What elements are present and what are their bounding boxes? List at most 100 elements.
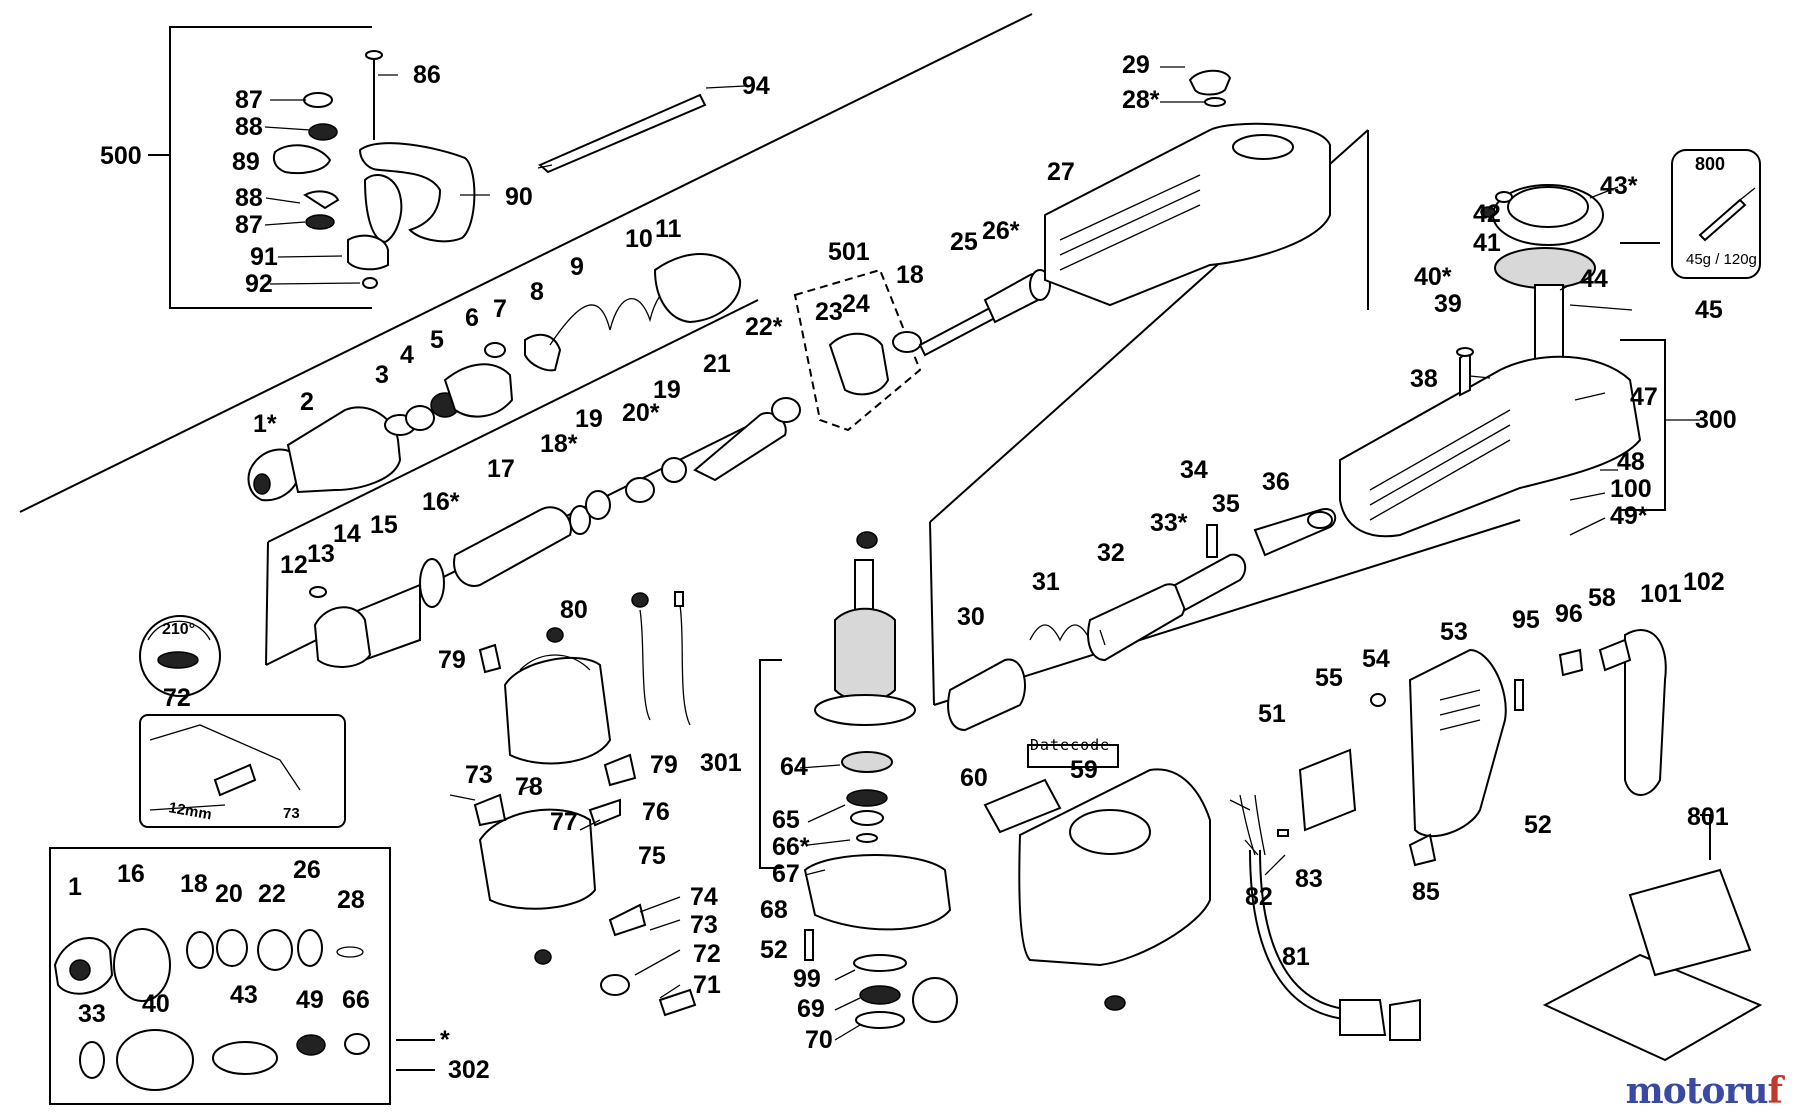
label-52b: 52 xyxy=(1524,811,1552,839)
label-datecode: Datecode xyxy=(1030,736,1110,754)
label-302: 302 xyxy=(448,1056,490,1084)
label-32: 32 xyxy=(1097,539,1125,567)
label-99: 99 xyxy=(793,965,821,993)
label-54: 54 xyxy=(1362,645,1390,673)
crank-case-59 xyxy=(983,744,1211,1011)
label-23: 23 xyxy=(815,298,843,326)
label-kit-1: 1 xyxy=(68,873,82,901)
label-87b: 87 xyxy=(235,211,263,239)
label-6: 6 xyxy=(465,304,479,332)
barrel-lower-parts xyxy=(309,397,801,668)
label-9: 9 xyxy=(570,253,584,281)
label-43: 43* xyxy=(1600,172,1638,200)
group-box-501 xyxy=(793,268,922,432)
label-96: 96 xyxy=(1555,600,1583,628)
label-22: 22* xyxy=(745,313,783,341)
label-85: 85 xyxy=(1412,878,1440,906)
label-39: 39 xyxy=(1434,290,1462,318)
lower-parts-69-70 xyxy=(804,929,958,1029)
label-70: 70 xyxy=(805,1026,833,1054)
label-91: 91 xyxy=(250,243,278,271)
label-30: 30 xyxy=(957,603,985,631)
label-800: 800 xyxy=(1695,154,1725,174)
label-77: 77 xyxy=(550,808,578,836)
part-labels: 86 94 500 87 88 89 88 87 90 91 92 11 10 … xyxy=(68,51,1757,1084)
label-19a: 19 xyxy=(653,376,681,404)
label-76: 76 xyxy=(642,798,670,826)
label-92: 92 xyxy=(245,270,273,298)
label-73b: 73 xyxy=(690,911,718,939)
label-36: 36 xyxy=(1262,468,1290,496)
stator-80 xyxy=(478,591,691,787)
label-2: 2 xyxy=(300,388,314,416)
label-kit-26: 26 xyxy=(293,856,321,884)
case-801 xyxy=(1542,814,1763,1062)
label-48: 48 xyxy=(1617,448,1645,476)
label-80: 80 xyxy=(560,596,588,624)
group-box-500 xyxy=(148,26,372,309)
label-20: 20* xyxy=(622,399,660,427)
label-kit-33: 33 xyxy=(78,1000,106,1028)
label-kit-18: 18 xyxy=(180,870,208,898)
label-25: 25 xyxy=(950,228,978,256)
label-52: 52 xyxy=(760,936,788,964)
label-35: 35 xyxy=(1212,490,1240,518)
label-79a: 79 xyxy=(438,646,466,674)
barrel-parts xyxy=(247,253,742,502)
label-29: 29 xyxy=(1122,51,1150,79)
label-weight: 45g / 120g xyxy=(1686,251,1757,268)
label-28: 28* xyxy=(1122,86,1160,114)
label-19b: 19 xyxy=(575,405,603,433)
label-8: 8 xyxy=(530,278,544,306)
label-kit-22: 22 xyxy=(258,880,286,908)
label-38: 38 xyxy=(1410,365,1438,393)
label-kit-66: 66 xyxy=(342,986,370,1014)
label-kit-40: 40 xyxy=(142,990,170,1018)
label-15: 15 xyxy=(370,511,398,539)
label-kit-28: 28 xyxy=(337,886,365,914)
label-74: 74 xyxy=(690,883,718,911)
label-27: 27 xyxy=(1047,158,1075,186)
label-18: 18 xyxy=(896,261,924,289)
label-17: 17 xyxy=(487,455,515,483)
label-45: 45 xyxy=(1695,296,1723,324)
label-88: 88 xyxy=(235,113,263,141)
label-59: 59 xyxy=(1070,756,1098,784)
label-44: 44 xyxy=(1580,265,1608,293)
label-kit-16: 16 xyxy=(117,860,145,888)
label-kit-20: 20 xyxy=(215,880,243,908)
label-501: 501 xyxy=(828,238,870,266)
label-88b: 88 xyxy=(235,184,263,212)
label-13: 13 xyxy=(307,540,335,568)
label-5: 5 xyxy=(430,326,444,354)
label-73-inset: 73 xyxy=(283,805,300,822)
housing-27 xyxy=(1044,69,1331,307)
label-16: 16* xyxy=(422,488,460,516)
label-95: 95 xyxy=(1512,606,1540,634)
label-24: 24 xyxy=(842,290,870,318)
label-asterisk: * xyxy=(440,1026,450,1054)
label-kit-49: 49 xyxy=(296,986,324,1014)
label-89: 89 xyxy=(232,148,260,176)
service-kit-302 xyxy=(49,847,435,1105)
label-33: 33* xyxy=(1150,509,1188,537)
watermark: motoruf xyxy=(1626,1070,1783,1112)
box-800 xyxy=(1620,149,1761,279)
shaft-25-26 xyxy=(918,269,1051,357)
label-4: 4 xyxy=(400,341,414,369)
power-cable-81 xyxy=(1239,794,1421,1041)
label-55: 55 xyxy=(1315,664,1343,692)
label-73a: 73 xyxy=(465,761,493,789)
cylinder-parts xyxy=(947,508,1337,732)
label-41: 41 xyxy=(1473,229,1501,257)
watermark-part-2: f xyxy=(1767,1070,1783,1112)
rotation-inset xyxy=(139,615,221,697)
label-11: 11 xyxy=(655,215,682,243)
label-1: 1* xyxy=(253,410,277,438)
label-79b: 79 xyxy=(650,751,678,779)
label-40: 40* xyxy=(1414,263,1452,291)
label-7: 7 xyxy=(493,295,507,323)
label-53: 53 xyxy=(1440,618,1468,646)
label-47: 47 xyxy=(1630,383,1658,411)
crank-housing-300 xyxy=(1339,339,1666,538)
